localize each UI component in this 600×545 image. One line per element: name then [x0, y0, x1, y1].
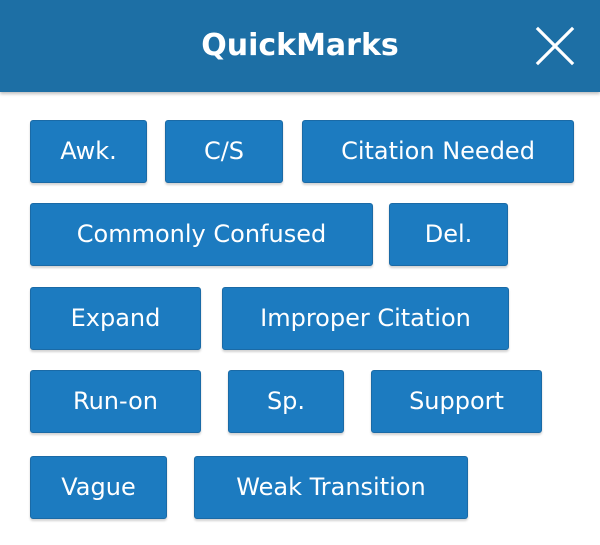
- quickmark-weak-transition-button[interactable]: Weak Transition: [194, 456, 468, 519]
- quickmarks-list: Awk. C/S Citation Needed Commonly Confus…: [0, 92, 600, 545]
- quickmark-support-button[interactable]: Support: [371, 370, 542, 433]
- dialog-title: QuickMarks: [201, 28, 399, 63]
- quickmark-expand-button[interactable]: Expand: [30, 287, 201, 350]
- quickmark-vague-button[interactable]: Vague: [30, 456, 167, 519]
- close-icon: [535, 26, 575, 66]
- quickmark-sp-button[interactable]: Sp.: [228, 370, 344, 433]
- close-button[interactable]: [533, 24, 577, 68]
- quickmark-commonly-confused-button[interactable]: Commonly Confused: [30, 203, 373, 266]
- quickmark-cs-button[interactable]: C/S: [165, 120, 283, 183]
- quickmark-citation-needed-button[interactable]: Citation Needed: [302, 120, 574, 183]
- quickmark-del-button[interactable]: Del.: [389, 203, 508, 266]
- quickmark-improper-citation-button[interactable]: Improper Citation: [222, 287, 509, 350]
- quickmark-awk-button[interactable]: Awk.: [30, 120, 147, 183]
- dialog-header: QuickMarks: [0, 0, 600, 92]
- quickmark-run-on-button[interactable]: Run-on: [30, 370, 201, 433]
